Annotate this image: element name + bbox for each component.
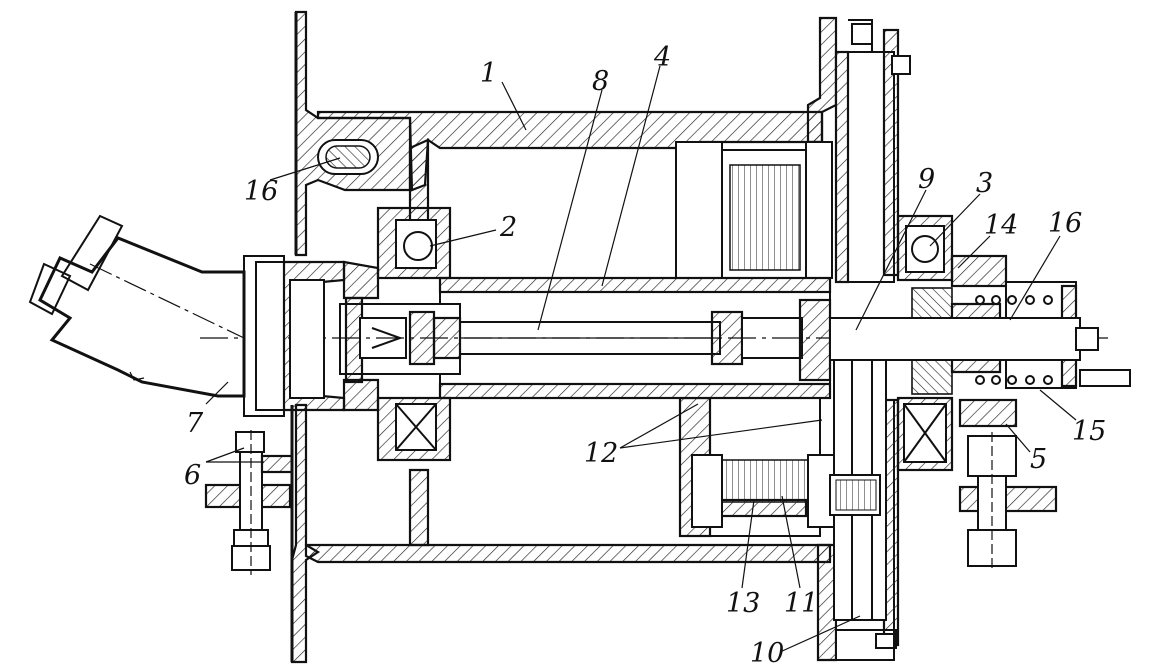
flange-slot-16 xyxy=(317,139,379,175)
label-15: 15 xyxy=(1072,416,1106,447)
label-8: 8 xyxy=(592,66,609,97)
left-mount-bolt-6 xyxy=(204,430,294,575)
label-11: 11 xyxy=(784,588,818,619)
brake-springs xyxy=(975,295,1053,385)
left-flange xyxy=(294,10,412,257)
label-13: 13 xyxy=(726,588,760,619)
label-16-right: 16 xyxy=(1048,208,1082,239)
label-10: 10 xyxy=(750,638,784,667)
label-5: 5 xyxy=(1030,444,1047,475)
left-bearing-2 xyxy=(376,206,452,462)
drum-housing xyxy=(290,10,838,664)
main-shaft xyxy=(200,276,1110,400)
hydraulic-motor-7 xyxy=(28,214,246,398)
brake-assembly xyxy=(829,254,1131,428)
right-mount-bolt-5 xyxy=(958,432,1058,572)
label-12: 12 xyxy=(584,438,618,469)
label-16-left: 16 xyxy=(244,176,278,207)
label-1: 1 xyxy=(480,58,497,89)
gear-train xyxy=(675,141,887,621)
label-7: 7 xyxy=(186,408,204,439)
right-flange xyxy=(806,16,838,144)
label-6: 6 xyxy=(184,460,201,491)
label-9: 9 xyxy=(918,164,935,195)
label-3: 3 xyxy=(976,168,993,199)
right-bearing-3 xyxy=(896,214,954,472)
leader-lines xyxy=(205,65,1077,653)
label-4: 4 xyxy=(653,42,671,73)
drum-inner-left-web-lower xyxy=(408,468,430,547)
callout-labels: 1 8 4 16 2 9 3 14 16 7 6 12 15 5 13 11 1… xyxy=(184,42,1106,667)
left-flange-lower xyxy=(290,403,321,664)
drum-bottom-wall xyxy=(304,543,832,564)
label-14: 14 xyxy=(984,210,1018,241)
label-2: 2 xyxy=(499,212,517,243)
